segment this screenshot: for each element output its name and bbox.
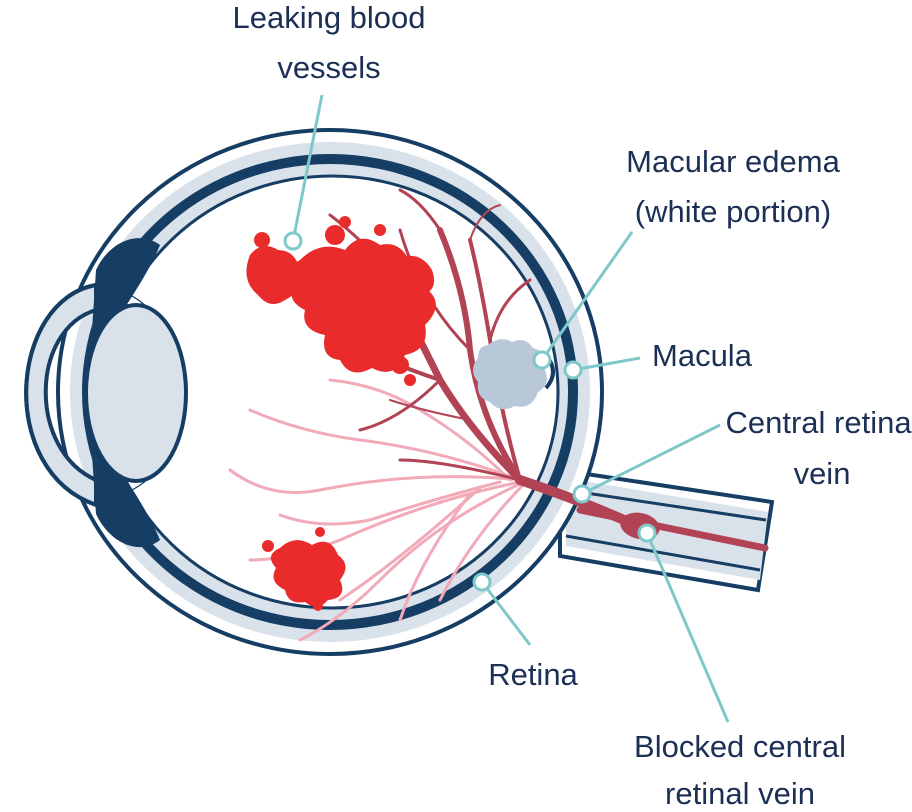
iris — [92, 238, 160, 548]
labels: Leaking blood vessels Macular edema (whi… — [232, 0, 912, 811]
label-central-vein-line1: Central retinal — [726, 405, 912, 440]
capillaries — [228, 378, 524, 642]
lens — [84, 303, 188, 483]
label-macular-edema-line2: (white portion) — [635, 194, 831, 229]
label-retina: Retina — [488, 657, 578, 692]
central-vein-dot — [572, 484, 592, 504]
label-macula: Macula — [652, 338, 753, 373]
retina-dot — [472, 572, 492, 592]
blood-leak-upper — [246, 216, 436, 386]
central-retinal-vein — [576, 506, 769, 552]
blocked-vein-dot — [637, 523, 657, 543]
blood-leak-lower — [262, 527, 346, 611]
macula-dot — [563, 360, 583, 380]
label-central-vein-line2: vein — [794, 456, 851, 491]
label-leaking-line1: Leaking blood — [232, 0, 425, 35]
macular-edema-dot — [532, 350, 552, 370]
label-leaking-line2: vessels — [277, 50, 380, 85]
macular-edema — [473, 339, 547, 410]
leaking-vessels-dot — [283, 231, 303, 251]
leader-dots — [283, 231, 657, 592]
label-blocked-vein-line2: retinal vein — [665, 776, 815, 811]
label-macular-edema-line1: Macular edema — [626, 144, 840, 179]
leader-lines — [291, 94, 730, 723]
label-blocked-vein-line1: Blocked central — [634, 729, 846, 764]
